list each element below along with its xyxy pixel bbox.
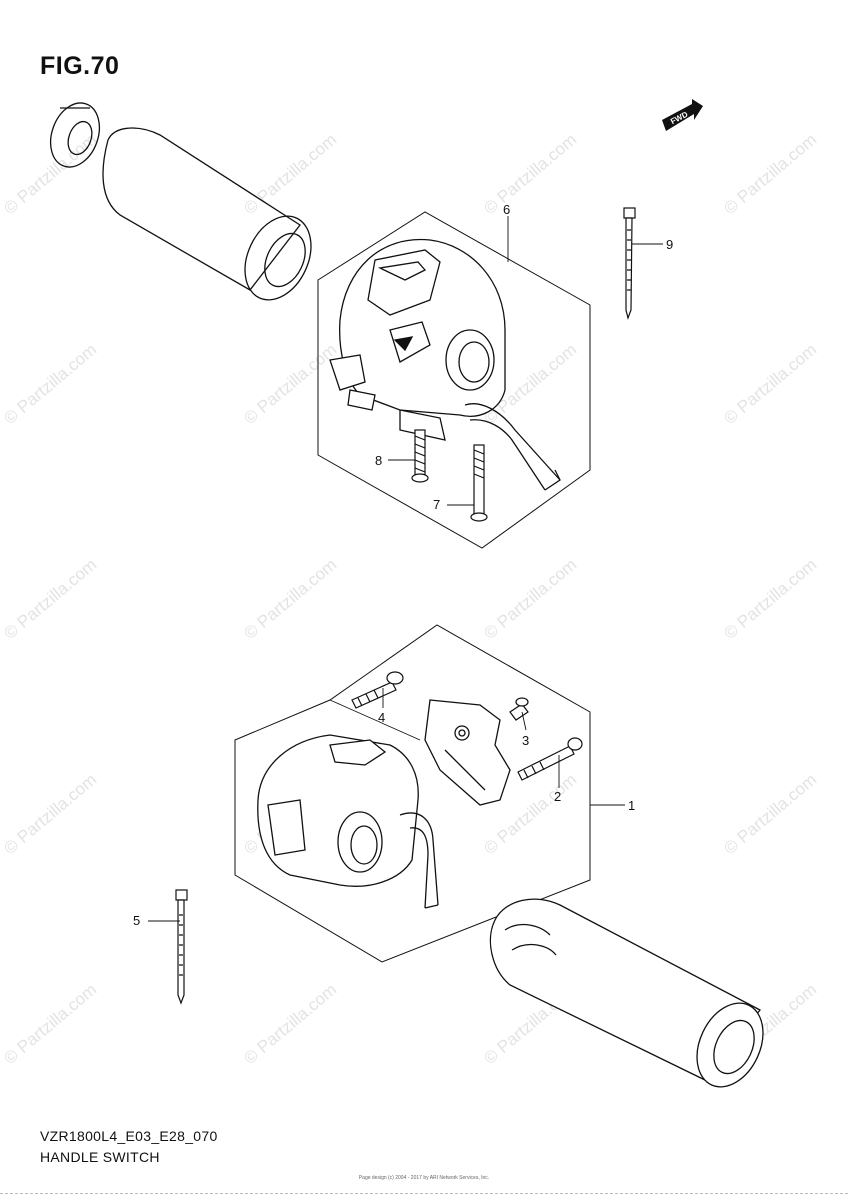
callout-1: 1: [590, 798, 635, 813]
watermark-text: © Partzilla.com: [240, 980, 340, 1068]
callout-8: 8: [375, 453, 415, 468]
left-grip-end-cap: [49, 102, 101, 168]
copyright-notice: Page design (c) 2004 - 2017 by ARI Netwo…: [0, 1175, 848, 1181]
watermark-text: © Partzilla.com: [720, 555, 820, 643]
watermark-text: © Partzilla.com: [720, 340, 820, 428]
watermark-text: © Partzilla.com: [240, 340, 340, 428]
callout-2-number: 2: [554, 789, 561, 804]
fwd-direction-arrow: FWD: [662, 99, 703, 131]
group-name: HANDLE SWITCH: [40, 1149, 160, 1165]
screw-2: [517, 737, 583, 781]
watermark-text: © Partzilla.com: [240, 555, 340, 643]
callout-2: 2: [554, 755, 561, 804]
figure-title: FIG.70: [40, 52, 120, 80]
callout-5: 5: [133, 913, 180, 928]
left-handlebar-grip: [102, 127, 312, 301]
bottom-divider: [0, 1193, 848, 1194]
right-switch-wire-harness: [399, 812, 439, 909]
watermark-text: © Partzilla.com: [0, 980, 100, 1068]
screw-7: [470, 444, 488, 522]
callout-3: 3: [521, 711, 529, 748]
screw-3: [509, 697, 529, 721]
cable-tie-5: [175, 889, 188, 1005]
lower-assembly-outline: [234, 624, 591, 963]
callout-9-number: 9: [666, 237, 673, 252]
right-handle-switch-housing: [257, 734, 419, 887]
screw-4-guide-line: [329, 699, 421, 741]
callout-9: 9: [632, 237, 673, 252]
callout-3-number: 3: [522, 733, 529, 748]
model-code: VZR1800L4_E03_E28_070: [40, 1128, 218, 1144]
callout-6-number: 6: [503, 202, 510, 217]
callout-5-number: 5: [133, 913, 140, 928]
callout-1-number: 1: [628, 798, 635, 813]
watermark-text: © Partzilla.com: [240, 130, 340, 218]
screw-4: [351, 671, 404, 709]
callout-7: 7: [433, 497, 474, 512]
cable-tie-9: [623, 207, 636, 321]
callout-8-number: 8: [375, 453, 382, 468]
right-throttle-grip: [489, 898, 764, 1088]
callout-6: 6: [503, 202, 510, 262]
copyright-line: Page design (c) 2004 - 2017 by ARI Netwo…: [358, 1175, 490, 1181]
watermark-text: © Partzilla.com: [480, 555, 580, 643]
watermark-text: © Partzilla.com: [480, 130, 580, 218]
callout-7-number: 7: [433, 497, 440, 512]
watermark-text: © Partzilla.com: [0, 770, 100, 858]
watermark-text: © Partzilla.com: [720, 130, 820, 218]
watermark-text: © Partzilla.com: [0, 555, 100, 643]
screw-8: [411, 429, 429, 483]
upper-assembly-outline: [317, 211, 591, 549]
callout-4: 4: [378, 688, 385, 725]
watermark-text: © Partzilla.com: [720, 770, 820, 858]
left-handle-switch-housing: [329, 238, 506, 441]
watermark-text: © Partzilla.com: [0, 340, 100, 428]
left-switch-wire-harness: [464, 403, 561, 491]
throttle-cable-guide-bracket: [424, 699, 511, 806]
callout-4-number: 4: [378, 710, 385, 725]
